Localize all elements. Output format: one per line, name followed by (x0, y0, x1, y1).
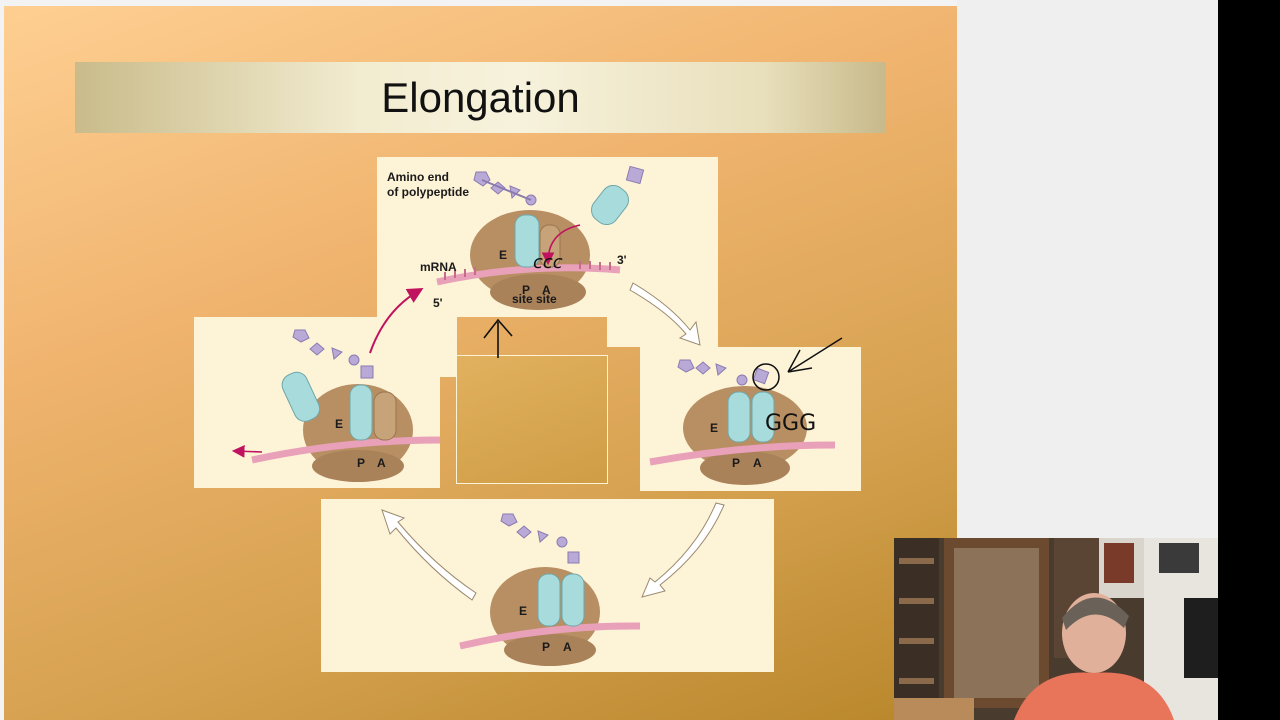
site-p-label-top: P (522, 283, 530, 297)
five-prime-label: 5' (433, 296, 443, 310)
slide-title: Elongation (381, 73, 580, 121)
mrna-label: mRNA (420, 260, 457, 274)
ribosome-bottom: E P A (459, 513, 641, 666)
site-p-label-left: P (357, 456, 365, 470)
ribosome-top: E P A site site ccc (436, 165, 645, 310)
ribosome-left: E P A (231, 288, 441, 482)
title-bar: Elongation (75, 62, 886, 133)
site-e-label-right: E (710, 421, 718, 435)
site-word-label: site site (512, 292, 557, 306)
center-square (456, 355, 608, 484)
site-a-label-right: A (753, 456, 762, 470)
hand-drawn-arrow (483, 318, 513, 358)
site-p-label-right: P (732, 456, 740, 470)
site-a-label-left: A (377, 456, 386, 470)
three-prime-label: 3' (617, 253, 627, 267)
black-sidebar (1218, 0, 1280, 720)
site-a-label-top: A (542, 283, 551, 297)
presenter-video-icon (894, 538, 1218, 720)
annotation-ccc: ccc (533, 252, 563, 273)
site-e-label-left: E (335, 417, 343, 431)
amino-end-label-1: Amino end (387, 170, 449, 184)
site-p-label-bottom: P (542, 640, 550, 654)
panel-middle-fill (377, 317, 457, 377)
site-e-label-top: E (499, 248, 507, 262)
site-a-label-bottom: A (563, 640, 572, 654)
annotation-ggg: GGG (765, 411, 816, 436)
amino-end-label-2: of polypeptide (387, 185, 469, 199)
site-e-label-bottom: E (519, 604, 527, 618)
cycle-arrows (381, 282, 725, 601)
ribosome-right: E P A GGG (649, 337, 843, 485)
